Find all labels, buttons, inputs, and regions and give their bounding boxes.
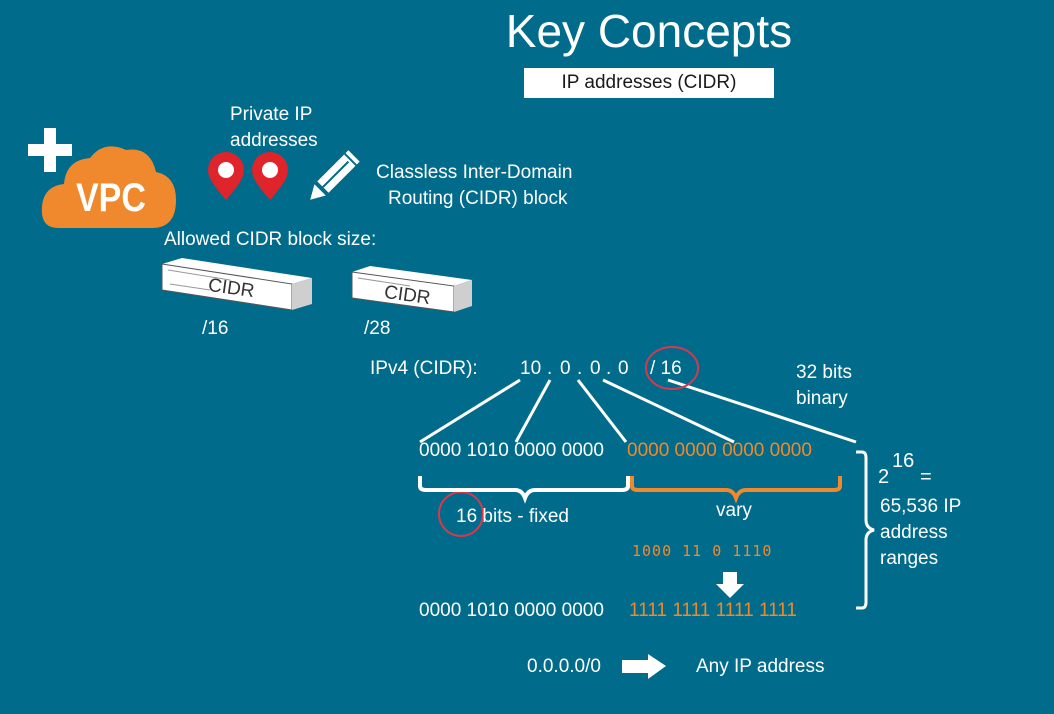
block-size-16: /16: [202, 318, 229, 339]
ranges-line1: 65,536 IP: [880, 496, 962, 517]
highlight-circle-icon: [645, 346, 699, 390]
map-pin-icon: [208, 152, 244, 200]
right-arrow-icon: [622, 654, 666, 679]
allowed-size-label: Allowed CIDR block size:: [164, 229, 377, 250]
fixed-bits-label: 16 bits - fixed: [456, 506, 569, 527]
binary-vary-bits: 0000 0000 0000 0000: [627, 440, 812, 461]
cidr-block-28-icon: [351, 266, 472, 313]
vary-bits-brace: [630, 476, 842, 504]
ranges-line2: address: [880, 522, 948, 543]
subtitle-badge: IP addresses (CIDR): [524, 68, 774, 98]
map-pin-icon: [252, 152, 288, 200]
range-brace: [856, 450, 875, 610]
ranges-line3: ranges: [880, 548, 939, 569]
pencil-icon: [310, 150, 360, 200]
down-arrow-icon: [716, 572, 744, 598]
octet-3: 0: [590, 358, 601, 379]
power-equals: =: [920, 466, 932, 488]
prefix-length: / 16: [650, 358, 682, 379]
octet-1: 10: [520, 358, 542, 379]
page-title: Key Concepts: [505, 5, 793, 57]
varying-bits-example: 1000 11 0 1110: [632, 542, 773, 560]
binary-fixed-bits: 0000 1010 0000 0000: [419, 440, 604, 461]
vary-label: vary: [716, 500, 752, 521]
dot-separator: .: [577, 358, 583, 379]
any-ip-label: Any IP address: [696, 656, 825, 677]
fixed-bits-brace: [418, 476, 630, 504]
binary-fixed-bits-2: 0000 1010 0000 0000: [419, 600, 604, 621]
dot-separator: .: [547, 358, 553, 379]
plus-icon: [28, 128, 72, 172]
power-exponent: 16: [892, 450, 915, 472]
cidr-definition-line2: Routing (CIDR) block: [388, 188, 568, 209]
any-cidr: 0.0.0.0/0: [527, 656, 601, 677]
bits-note-line2: binary: [796, 388, 848, 409]
octet-2: 0: [560, 358, 571, 379]
block-size-28: /28: [364, 318, 391, 339]
connector-lines: [419, 378, 857, 444]
vpc-cloud-icon: [41, 146, 176, 228]
private-ip-label-line1: Private IP: [230, 104, 313, 125]
cidr-block-16-icon: [161, 258, 312, 311]
private-ip-label-line2: addresses: [230, 130, 318, 151]
ipv4-prefix: IPv4 (CIDR):: [370, 358, 478, 379]
bits-note-line1: 32 bits: [796, 362, 852, 383]
octet-4: 0: [618, 358, 629, 379]
vpc-label: VPC: [76, 176, 146, 220]
dot-separator: .: [606, 358, 612, 379]
power-base: 2: [878, 466, 890, 488]
binary-max-bits: 1111 1111 1111 1111: [629, 600, 797, 621]
cidr-definition-line1: Classless Inter-Domain: [376, 162, 573, 183]
